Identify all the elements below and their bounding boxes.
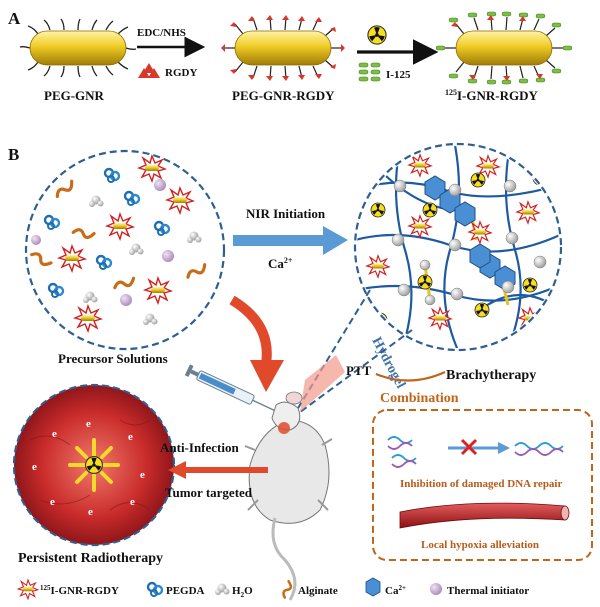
step3-label: 125I-GNR-RGDY [445,88,538,103]
rgdy-triangle-icon [138,63,160,78]
dna-repair-label: Inhibition of damaged DNA repair [400,478,562,490]
tumor-circle [12,383,176,547]
svg-text:e: e [50,496,55,508]
combination-curve [375,370,446,382]
brachy-label: Brachytherapy [446,368,536,383]
ptt-beam [300,355,345,412]
hydrogel-circle [353,142,563,352]
precursor-circle [24,149,226,351]
legend-ca-icon [365,577,381,597]
electron-labels: e e e e e e e e [32,418,145,518]
svg-text:e: e [130,496,135,508]
precursor-label: Precursor Solutions [58,351,168,366]
legend-water-icon [215,583,230,595]
legend-pegda-icon [146,581,164,598]
svg-text:e: e [32,461,37,473]
ca-label: Ca2+ [268,256,293,271]
radiation-icon [367,25,387,45]
svg-text:e: e [52,428,57,440]
svg-text:e: e [128,431,133,443]
legend-initiator-icon [430,583,442,595]
panel-b-label: B [8,145,19,164]
legend-alginate-label: Alginate [298,585,338,597]
rgdy-label: RGDY [165,67,197,79]
step2-label: PEG-GNR-RGDY [232,88,335,103]
peg-gnr-rgdy-rod [221,15,345,81]
panel-a-label: A [8,9,21,28]
dna-illustration [387,436,564,468]
precursor-contents [30,155,209,332]
anti-infection-arrow [168,461,268,479]
i125-label: I-125 [386,69,411,81]
step1-label: PEG-GNR [44,88,105,103]
svg-text:e: e [140,469,145,481]
legend-ca-label: Ca2+ [385,584,406,597]
i-gnr-rgdy-rod [435,11,573,85]
legend-initiator-label: Thermal initiator [447,585,529,597]
legend-water-label: H2O [232,585,253,599]
mouse-illustration [244,391,333,601]
svg-text:e: e [86,418,91,430]
blood-vessel-illustration [399,502,570,529]
hydrogel-label: Hydrogel [368,335,407,391]
peg-gnr-rod [19,18,137,78]
syringe-icon [184,364,275,411]
nir-arrow [233,226,348,255]
legend-gnr-label: 125I-GNR-RGDY [40,584,119,597]
legend-pegda-label: PEGDA [166,585,205,597]
anti-infection-label: Anti-Infection [160,440,239,455]
nir-label: NIR Initiation [246,206,326,221]
svg-text:e: e [88,506,93,518]
tumor-targeted-label: Tumor targeted [165,485,253,500]
legend-gnr-icon [17,579,39,600]
hypoxia-label: Local hypoxia alleviation [421,539,539,551]
persistent-label: Persistent Radiotherapy [18,551,163,566]
edc-nhs-label: EDC/NHS [137,27,186,39]
i125-capsule-icon [358,62,381,82]
precursor-arrow [229,295,284,392]
legend: 125I-GNR-RGDY PEGDA H2O Alginate Ca2+ Th… [17,577,529,600]
combination-label: Combination [380,391,459,406]
ptt-label: PTT [346,363,372,378]
